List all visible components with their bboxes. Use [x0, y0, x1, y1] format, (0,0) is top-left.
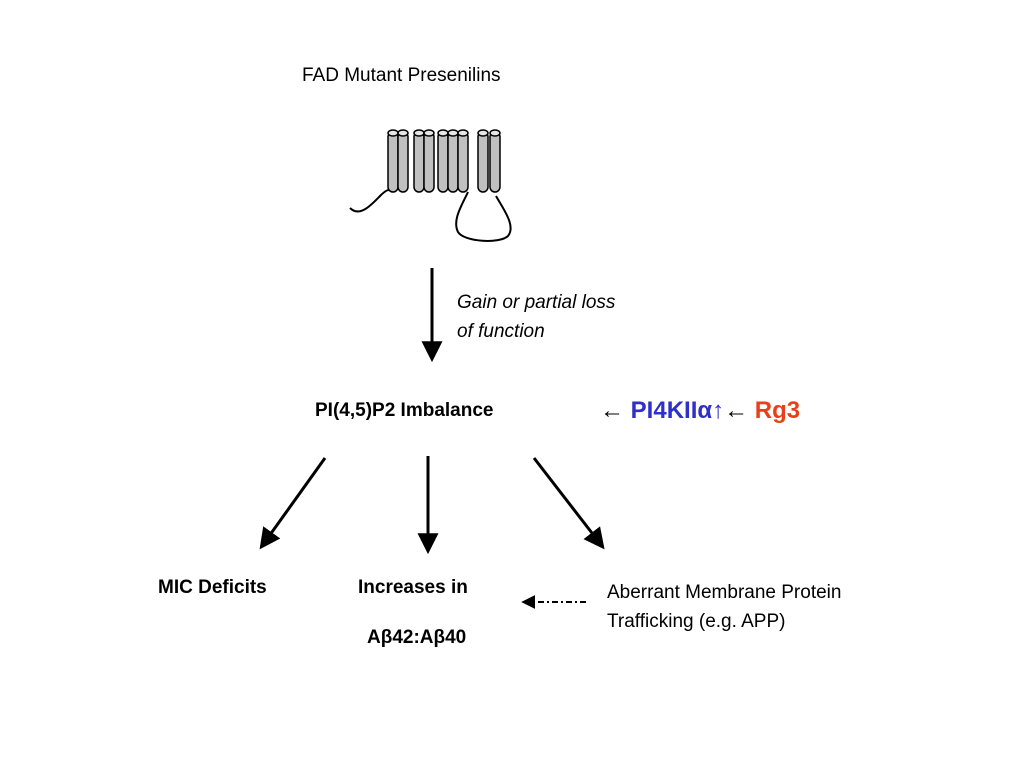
diagram-title: FAD Mutant Presenilins — [302, 65, 501, 86]
arrow-annotation: Gain or partial loss of function — [457, 288, 687, 346]
arrow-annotation-line2: of function — [457, 321, 545, 342]
compound-label: Rg3 — [754, 397, 801, 424]
arrow-to-aberrant — [532, 457, 605, 550]
outcome-aberrant-trafficking: Aberrant Membrane Protein Trafficking (e… — [607, 578, 937, 636]
up-arrow-icon: ↑ — [712, 397, 725, 424]
arrow-to-mic-deficits — [259, 457, 327, 550]
central-node-label: PI(4,5)P2 Imbalance — [315, 400, 494, 421]
kinase-label: PI4KIIα — [630, 397, 713, 424]
left-arrow-icon: ← — [600, 397, 624, 424]
modulator-label: ← PI4KIIα↑← Rg3 — [600, 399, 800, 423]
outcome-mic-deficits: MIC Deficits — [158, 577, 267, 598]
left-arrow-icon-2: ← — [724, 397, 749, 424]
transmembrane-helices-icon — [349, 129, 512, 242]
outcome-increases-line1: Increases in — [358, 577, 468, 598]
arrow-annotation-line1: Gain or partial loss — [457, 292, 616, 313]
aberrant-line1: Aberrant Membrane Protein — [607, 582, 842, 603]
outcome-increases-line2: Aβ42:Aβ40 — [367, 627, 467, 648]
aberrant-line2: Trafficking (e.g. APP) — [607, 611, 786, 632]
